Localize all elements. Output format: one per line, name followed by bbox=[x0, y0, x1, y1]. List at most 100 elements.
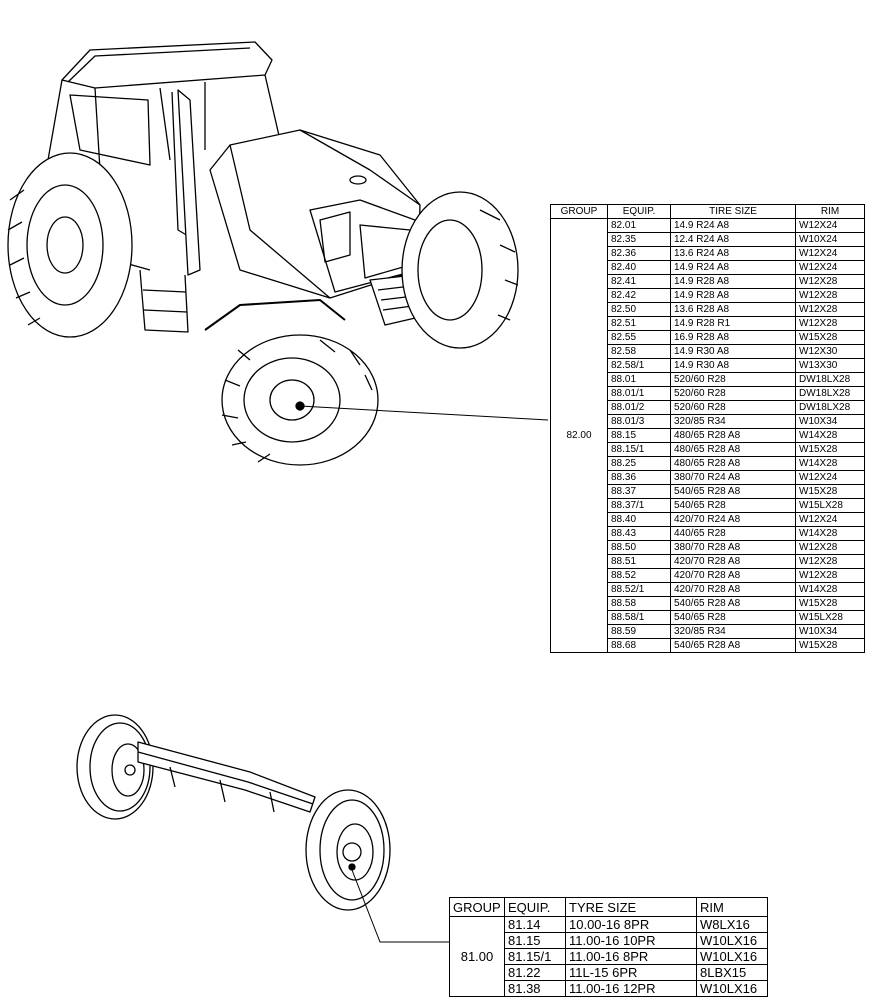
equip-cell: 88.52 bbox=[607, 568, 671, 583]
rim-cell: W12X28 bbox=[795, 554, 865, 569]
equip-cell: 81.38 bbox=[504, 980, 566, 997]
size-cell: 540/65 R28 A8 bbox=[670, 484, 796, 499]
equip-cell: 88.15 bbox=[607, 428, 671, 443]
rim-cell: W15X28 bbox=[795, 638, 865, 653]
equip-cell: 82.01 bbox=[607, 218, 671, 233]
equip-cell: 88.37/1 bbox=[607, 498, 671, 513]
size-cell: 480/65 R28 A8 bbox=[670, 456, 796, 471]
equip-cell: 88.40 bbox=[607, 512, 671, 527]
equip-cell: 82.58 bbox=[607, 344, 671, 359]
equip-cell: 82.55 bbox=[607, 330, 671, 345]
rim-cell: W12X28 bbox=[795, 316, 865, 331]
equip-cell: 88.36 bbox=[607, 470, 671, 485]
size-cell: 320/85 R34 bbox=[670, 624, 796, 639]
equip-cell: 88.58/1 bbox=[607, 610, 671, 625]
header-rim: RIM bbox=[795, 204, 865, 219]
equip-cell: 88.52/1 bbox=[607, 582, 671, 597]
equip-cell: 82.35 bbox=[607, 232, 671, 247]
rim-cell: W12X30 bbox=[795, 344, 865, 359]
size-cell: 540/65 R28 A8 bbox=[670, 638, 796, 653]
size-cell: 11.00-16 10PR bbox=[565, 932, 697, 949]
equip-cell: 88.43 bbox=[607, 526, 671, 541]
size-cell: 540/65 R28 A8 bbox=[670, 596, 796, 611]
size-cell: 420/70 R28 A8 bbox=[670, 582, 796, 597]
rim-cell: W12X28 bbox=[795, 274, 865, 289]
rim-cell: W14X28 bbox=[795, 582, 865, 597]
rim-cell: DW18LX28 bbox=[795, 400, 865, 415]
rim-cell: W13X30 bbox=[795, 358, 865, 373]
equip-cell: 88.01/1 bbox=[607, 386, 671, 401]
size-cell: 420/70 R28 A8 bbox=[670, 554, 796, 569]
size-cell: 14.9 R28 R1 bbox=[670, 316, 796, 331]
equip-cell: 82.50 bbox=[607, 302, 671, 317]
equip-cell: 88.15/1 bbox=[607, 442, 671, 457]
size-cell: 14.9 R30 A8 bbox=[670, 358, 796, 373]
size-cell: 13.6 R28 A8 bbox=[670, 302, 796, 317]
rim-cell: W15X28 bbox=[795, 442, 865, 457]
rim-cell: W8LX16 bbox=[696, 916, 768, 933]
rim-cell: W10X34 bbox=[795, 414, 865, 429]
rim-cell: W10X34 bbox=[795, 624, 865, 639]
header-tire-size: TIRE SIZE bbox=[670, 204, 796, 219]
group-cell: 81.00 bbox=[449, 916, 505, 997]
rim-cell: W14X28 bbox=[795, 428, 865, 443]
rim-cell: W12X28 bbox=[795, 288, 865, 303]
front-axle-illustration bbox=[76, 714, 391, 911]
rim-cell: W15LX28 bbox=[795, 498, 865, 513]
size-cell: 540/65 R28 bbox=[670, 610, 796, 625]
equip-cell: 88.01/2 bbox=[607, 400, 671, 415]
rim-cell: W12X24 bbox=[795, 512, 865, 527]
equip-cell: 81.22 bbox=[504, 964, 566, 981]
rim-cell: W15LX28 bbox=[795, 610, 865, 625]
rim-cell: W15X28 bbox=[795, 330, 865, 345]
equip-cell: 88.68 bbox=[607, 638, 671, 653]
rim-cell: DW18LX28 bbox=[795, 372, 865, 387]
equip-cell: 81.15/1 bbox=[504, 948, 566, 965]
equip-cell: 88.01 bbox=[607, 372, 671, 387]
equip-cell: 88.37 bbox=[607, 484, 671, 499]
equip-cell: 88.50 bbox=[607, 540, 671, 555]
size-cell: 540/65 R28 bbox=[670, 498, 796, 513]
header-rim: RIM bbox=[696, 897, 768, 917]
equip-cell: 88.25 bbox=[607, 456, 671, 471]
equip-cell: 82.51 bbox=[607, 316, 671, 331]
equip-cell: 82.36 bbox=[607, 246, 671, 261]
size-cell: 16.9 R28 A8 bbox=[670, 330, 796, 345]
header-group: GROUP bbox=[449, 897, 505, 917]
size-cell: 14.9 R24 A8 bbox=[670, 260, 796, 275]
rear-table-header-row: GROUP EQUIP. TIRE SIZE RIM bbox=[550, 204, 865, 219]
rim-cell: W10LX16 bbox=[696, 932, 768, 949]
rim-cell: W14X28 bbox=[795, 456, 865, 471]
size-cell: 14.9 R24 A8 bbox=[670, 218, 796, 233]
equip-cell: 88.59 bbox=[607, 624, 671, 639]
size-cell: 420/70 R24 A8 bbox=[670, 512, 796, 527]
rim-cell: DW18LX28 bbox=[795, 386, 865, 401]
rim-cell: W10LX16 bbox=[696, 948, 768, 965]
rim-cell: W15X28 bbox=[795, 484, 865, 499]
rim-cell: W14X28 bbox=[795, 526, 865, 541]
equip-cell: 81.15 bbox=[504, 932, 566, 949]
size-cell: 440/65 R28 bbox=[670, 526, 796, 541]
size-cell: 14.9 R28 A8 bbox=[670, 274, 796, 289]
size-cell: 320/85 R34 bbox=[670, 414, 796, 429]
equip-cell: 82.58/1 bbox=[607, 358, 671, 373]
size-cell: 380/70 R28 A8 bbox=[670, 540, 796, 555]
rim-cell: W12X24 bbox=[795, 246, 865, 261]
equip-cell: 88.51 bbox=[607, 554, 671, 569]
size-cell: 11.00-16 8PR bbox=[565, 948, 697, 965]
